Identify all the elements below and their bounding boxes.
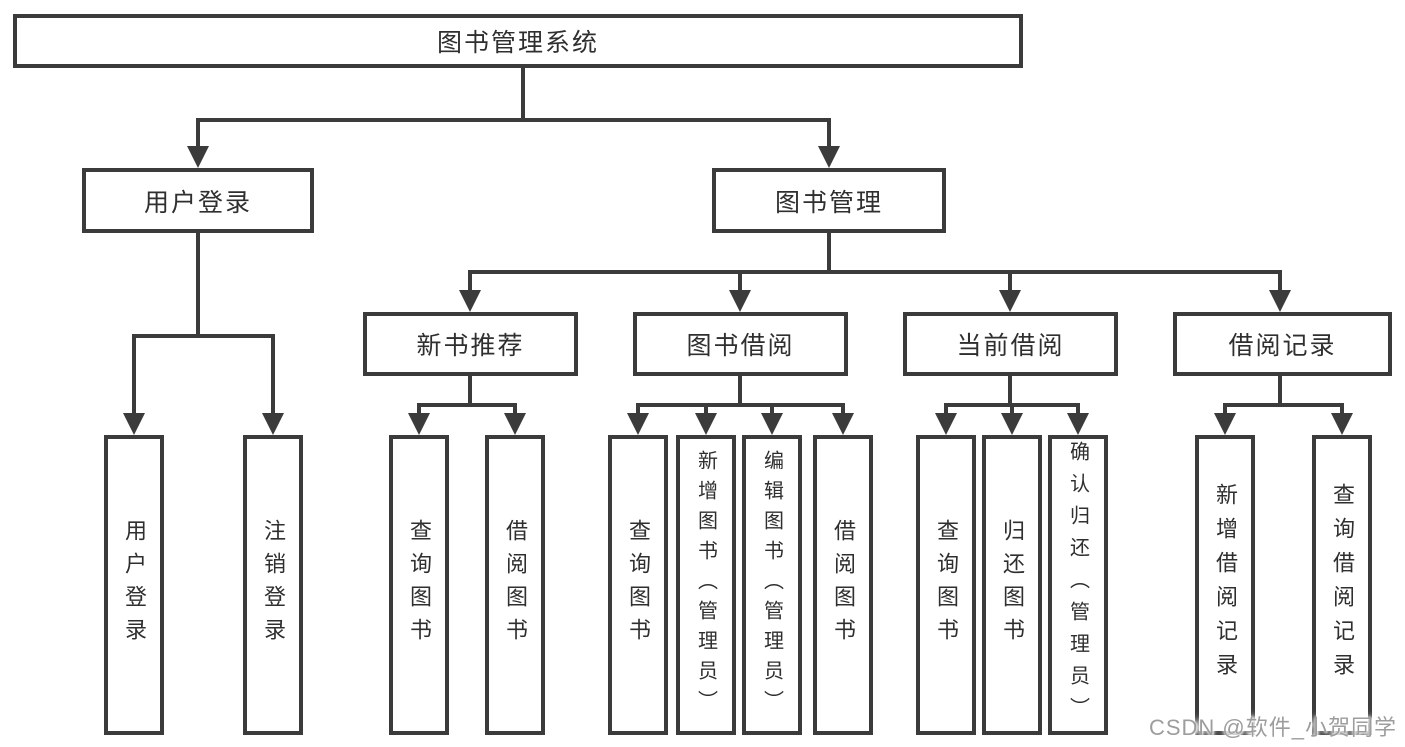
node-user-login-label: 用户登录 xyxy=(143,188,252,217)
node-book-management: 图书管理 xyxy=(712,168,946,233)
node-current-borrow-label: 当前借阅 xyxy=(956,332,1065,360)
arrowhead-down-icon xyxy=(459,290,481,312)
node-new-book-recommend-label: 新书推荐 xyxy=(416,332,525,360)
connector-root-stem xyxy=(521,68,525,122)
connector-arrow-stem xyxy=(1340,403,1344,415)
node-query-books-recommend-label: 查询图书 xyxy=(407,519,432,651)
node-edit-book-admin: 编辑图书（管理员） xyxy=(742,435,802,735)
connector-borrow-stem xyxy=(738,376,742,405)
node-add-book-admin: 新增图书（管理员） xyxy=(676,435,736,735)
connector-recommend-stem xyxy=(468,376,472,405)
arrowhead-down-icon xyxy=(1214,413,1236,435)
node-user-login: 用户登录 xyxy=(82,168,314,233)
connector-arrow-stem xyxy=(196,118,200,148)
connector-arrow-stem xyxy=(1008,274,1012,292)
connector-arrow-stem xyxy=(704,403,708,415)
arrowhead-down-icon xyxy=(627,413,649,435)
connector-arrow-stem xyxy=(770,403,774,415)
node-book-management-label: 图书管理 xyxy=(774,188,883,217)
node-user-login-action-label: 用户登录 xyxy=(122,519,147,651)
connector-arrow-stem xyxy=(827,118,831,148)
node-query-books-recommend: 查询图书 xyxy=(389,435,449,735)
connector-records-stem xyxy=(1278,376,1282,405)
arrowhead-down-icon xyxy=(1067,413,1089,435)
node-query-borrow-record-label: 查询借阅记录 xyxy=(1330,483,1355,687)
node-book-borrow-label: 图书借阅 xyxy=(686,332,795,360)
connector-recommend-hline xyxy=(417,403,517,407)
connector-arrow-stem xyxy=(944,403,948,415)
connector-current-stem xyxy=(1008,376,1012,405)
node-query-books-borrow: 查询图书 xyxy=(608,435,668,735)
arrowhead-down-icon xyxy=(832,413,854,435)
node-book-borrow: 图书借阅 xyxy=(633,312,848,376)
node-query-books-current-label: 查询图书 xyxy=(934,519,959,651)
node-confirm-return-admin: 确认归还（管理员） xyxy=(1048,435,1108,735)
connector-arrow-stem xyxy=(468,274,472,292)
arrowhead-down-icon xyxy=(818,146,840,168)
arrowhead-down-icon xyxy=(1331,413,1353,435)
node-query-borrow-record: 查询借阅记录 xyxy=(1312,435,1372,735)
arrowhead-down-icon xyxy=(935,413,957,435)
node-return-book-label: 归还图书 xyxy=(1000,519,1025,651)
node-library-system: 图书管理系统 xyxy=(13,14,1023,68)
arrowhead-down-icon xyxy=(187,146,209,168)
node-logout-label: 注销登录 xyxy=(261,519,286,651)
connector-user-login-hline xyxy=(132,334,275,338)
connector-arrow-stem xyxy=(1076,403,1080,415)
connector-arrow-stem xyxy=(1223,403,1227,415)
connector-arrow-stem xyxy=(417,403,421,415)
connector-arrow-stem xyxy=(841,403,845,415)
arrowhead-down-icon xyxy=(504,413,526,435)
node-borrow-books-recommend: 借阅图书 xyxy=(485,435,545,735)
node-confirm-return-admin-label: 确认归还（管理员） xyxy=(1066,441,1089,729)
arrowhead-down-icon xyxy=(1269,290,1291,312)
connector-level2-hline xyxy=(468,270,1282,274)
node-user-login-action: 用户登录 xyxy=(104,435,164,735)
connector-arrow-stem xyxy=(738,274,742,292)
node-borrow-books-label: 借阅图书 xyxy=(831,519,856,651)
node-current-borrow: 当前借阅 xyxy=(903,312,1118,376)
node-library-system-label: 图书管理系统 xyxy=(436,29,599,57)
connector-arrow-stem xyxy=(271,334,275,415)
connector-arrow-stem xyxy=(513,403,517,415)
arrowhead-down-icon xyxy=(999,290,1021,312)
connector-borrow-hline xyxy=(636,403,845,407)
arrowhead-down-icon xyxy=(695,413,717,435)
connector-arrow-stem xyxy=(1278,274,1282,292)
node-add-borrow-record: 新增借阅记录 xyxy=(1195,435,1255,735)
connector-user-login-stem xyxy=(196,233,200,336)
node-borrow-books-recommend-label: 借阅图书 xyxy=(503,519,528,651)
connector-level1-hline xyxy=(196,118,831,122)
node-query-books-borrow-label: 查询图书 xyxy=(626,519,651,651)
node-borrow-records-label: 借阅记录 xyxy=(1228,332,1337,360)
arrowhead-down-icon xyxy=(262,413,284,435)
arrowhead-down-icon xyxy=(761,413,783,435)
arrowhead-down-icon xyxy=(729,290,751,312)
connector-arrow-stem xyxy=(1010,403,1014,415)
node-borrow-records: 借阅记录 xyxy=(1173,312,1392,376)
node-edit-book-admin-label: 编辑图书（管理员） xyxy=(760,450,783,720)
csdn-watermark: CSDN @软件_小贺同学 xyxy=(1148,715,1397,740)
connector-arrow-stem xyxy=(132,334,136,415)
node-new-book-recommend: 新书推荐 xyxy=(363,312,578,376)
connector-book-mgmt-stem xyxy=(827,233,831,274)
node-add-borrow-record-label: 新增借阅记录 xyxy=(1213,483,1238,687)
node-logout: 注销登录 xyxy=(243,435,303,735)
arrowhead-down-icon xyxy=(123,413,145,435)
node-add-book-admin-label: 新增图书（管理员） xyxy=(694,450,717,720)
node-return-book: 归还图书 xyxy=(982,435,1042,735)
node-borrow-books: 借阅图书 xyxy=(813,435,873,735)
connector-arrow-stem xyxy=(636,403,640,415)
arrowhead-down-icon xyxy=(1001,413,1023,435)
connector-records-hline xyxy=(1223,403,1344,407)
arrowhead-down-icon xyxy=(408,413,430,435)
node-query-books-current: 查询图书 xyxy=(916,435,976,735)
